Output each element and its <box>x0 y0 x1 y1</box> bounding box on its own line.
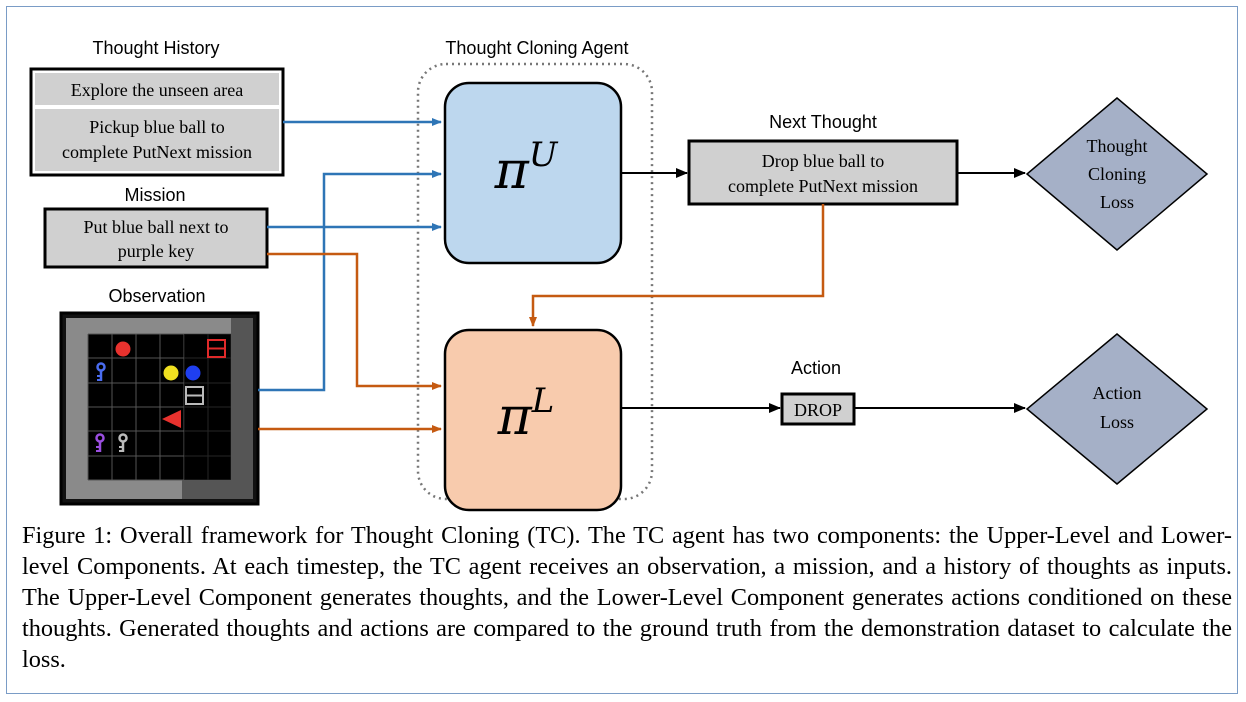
red-ball-icon <box>115 341 131 357</box>
upper-level-component: πU <box>443 81 623 265</box>
thought-history-line-2b: complete PutNext mission <box>62 142 252 162</box>
figure-frame <box>6 6 1238 694</box>
thought-loss-line-2: Cloning <box>1088 164 1146 184</box>
arrow-observation-to-upper <box>258 170 442 392</box>
framework-diagram: Thought History Thought Cloning Agent Mi… <box>29 38 1209 512</box>
action-loss: Action Loss <box>1025 333 1209 485</box>
next-thought-line-1: Drop blue ball to <box>762 151 884 171</box>
mission-line-2: purple key <box>118 241 194 261</box>
action-value: DROP <box>794 400 842 420</box>
thought-history-line-1: Explore the unseen area <box>71 80 243 100</box>
action-label: Action <box>791 358 841 378</box>
next-thought-box: Drop blue ball to complete PutNext missi… <box>687 139 959 206</box>
grey-box-icon <box>185 386 204 405</box>
yellow-ball-icon <box>163 365 179 381</box>
observation-label: Observation <box>108 286 205 306</box>
thought-history-item-2 <box>35 109 279 171</box>
thought-loss-line-3: Loss <box>1100 192 1134 212</box>
thought-loss-line-1: Thought <box>1087 136 1148 156</box>
arrow-thought-to-lower <box>529 204 825 327</box>
thought-cloning-loss: Thought Cloning Loss <box>1025 97 1209 251</box>
next-thought-line-2: complete PutNext mission <box>728 176 918 196</box>
blue-ball-icon <box>185 365 201 381</box>
lower-policy-symbol: πL <box>497 381 555 447</box>
upper-policy-symbol: πU <box>494 135 559 201</box>
lower-level-component: πL <box>443 328 623 512</box>
thought-cloning-agent-label: Thought Cloning Agent <box>445 38 628 58</box>
next-thought-label: Next Thought <box>769 112 877 132</box>
red-box-icon <box>207 339 226 358</box>
thought-history-line-2a: Pickup blue ball to <box>89 117 224 137</box>
figure-caption: Figure 1: Overall framework for Thought … <box>22 522 1232 673</box>
arrow-mission-to-lower <box>267 252 442 390</box>
thought-history-box: Explore the unseen area Pickup blue ball… <box>29 67 285 177</box>
thought-history-label: Thought History <box>92 38 219 58</box>
purple-key-icon <box>95 433 105 452</box>
red-agent-triangle-icon <box>162 410 181 428</box>
mission-line-1: Put blue ball next to <box>84 217 229 237</box>
action-loss-line-1: Action <box>1093 383 1142 403</box>
thought-history-item-1 <box>35 73 279 105</box>
observation-grid <box>59 311 260 506</box>
grey-key-icon <box>118 433 128 452</box>
action-box: DROP <box>780 392 856 426</box>
mission-label: Mission <box>124 185 185 205</box>
action-loss-line-2: Loss <box>1100 412 1134 432</box>
mission-box: Put blue ball next to purple key <box>43 207 269 269</box>
blue-key-icon <box>96 362 106 381</box>
